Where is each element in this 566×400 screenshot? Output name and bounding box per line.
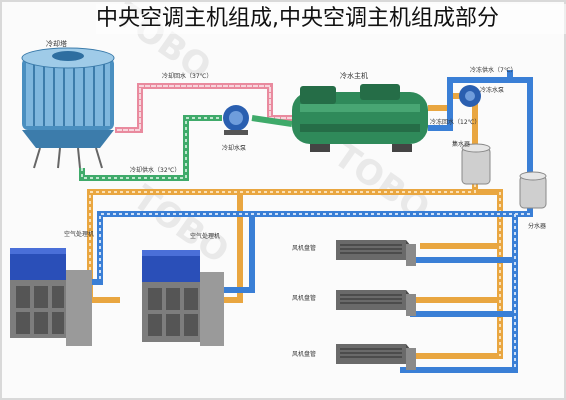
chiller-label: 冷水主机 <box>340 71 368 80</box>
chilled-return-pipe <box>87 93 503 359</box>
chiller: 冷水主机 <box>292 71 428 152</box>
cooling-tower-label: 冷却塔 <box>46 39 67 48</box>
ahu1-label: 空气处理机 <box>64 230 94 238</box>
chw-supply-label: 冷冻供水（7℃） <box>470 66 517 74</box>
page-title: 中央空调主机组成,中央空调主机组成部分 <box>96 4 566 34</box>
fcu1-label: 风机盘管 <box>292 244 316 252</box>
cooling-supply-pipe <box>79 115 293 181</box>
cw-supply-label: 冷却供水（32℃） <box>130 166 180 174</box>
cooling-return-pipe <box>115 83 295 133</box>
cw-return-label: 冷却回水（37℃） <box>162 72 212 80</box>
water-distributor: 分水器 <box>519 171 547 230</box>
fan-coil-unit-3: 风机盘管 <box>292 344 416 370</box>
chw-pump-label: 冷冻水泵 <box>480 86 504 94</box>
fan-coil-unit-1: 风机盘管 <box>292 240 416 266</box>
cooling-pump-label: 冷却水泵 <box>222 144 246 152</box>
fan-coil-unit-2: 风机盘管 <box>292 290 416 316</box>
water-collector: 集水器 <box>452 140 491 185</box>
chilled-water-pump: 冷冻水泵 <box>459 85 504 107</box>
distributor-label: 分水器 <box>528 222 546 230</box>
collector-label: 集水器 <box>452 140 470 148</box>
ahu2-label: 空气处理机 <box>190 232 220 240</box>
fcu2-label: 风机盘管 <box>292 294 316 302</box>
cooling-tower: 冷却塔 <box>21 39 115 169</box>
air-handling-unit-2: 空气处理机 <box>142 232 224 346</box>
air-handling-unit-1: 空气处理机 <box>10 230 94 346</box>
fcu3-label: 风机盘管 <box>292 350 316 358</box>
cooling-pump: 冷却水泵 <box>222 105 249 152</box>
chw-return-label: 冷冻回水（12℃） <box>430 118 480 126</box>
